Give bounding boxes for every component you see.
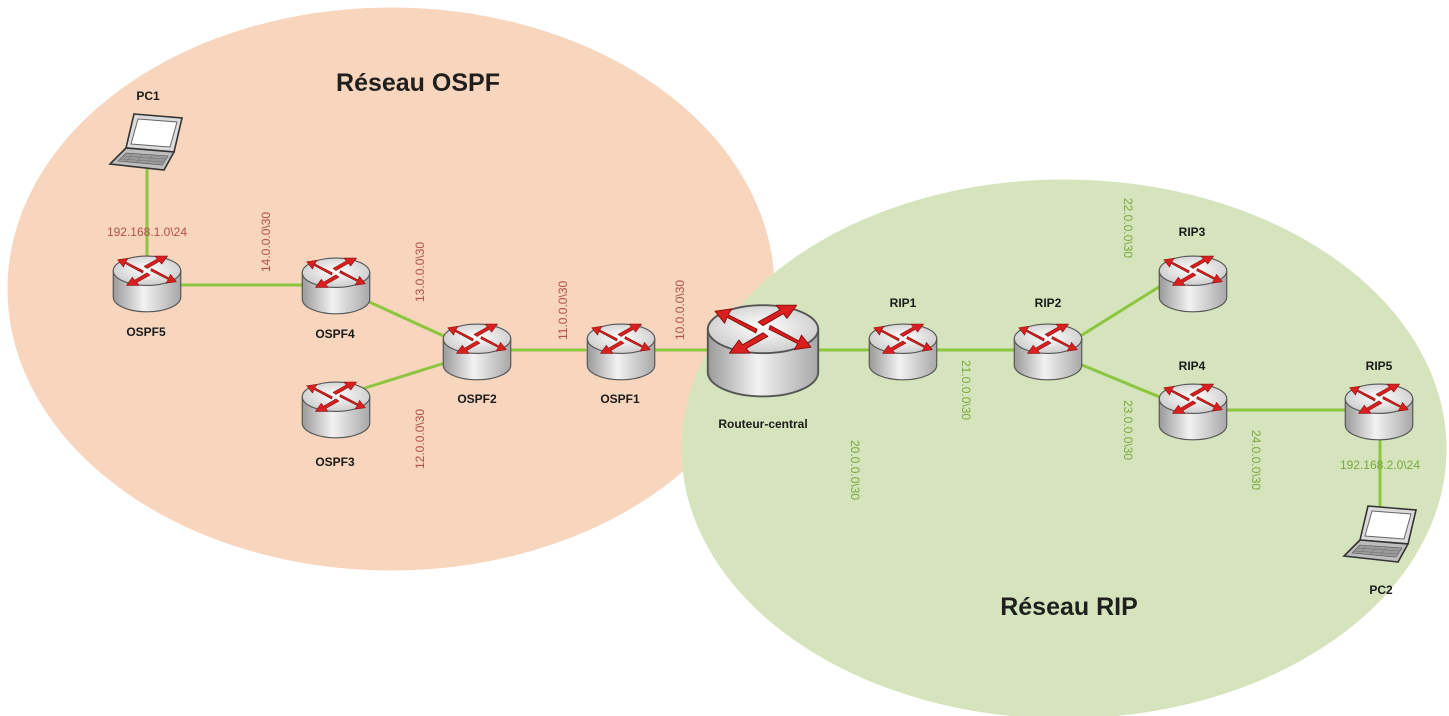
- pc2-label: PC2: [1369, 583, 1393, 597]
- net-10-address: 10.0.0.0\30: [673, 280, 687, 340]
- links: [145, 168, 1382, 512]
- lan-ospf-address: 192.168.1.0\24: [107, 225, 187, 239]
- ospf-zone-title: Réseau OSPF: [336, 69, 500, 97]
- ospf3-router-icon[interactable]: [301, 381, 371, 439]
- ospf5-label: OSPF5: [126, 325, 166, 339]
- rip-zone: [681, 179, 1447, 716]
- net-14-address: 14.0.0.0\30: [259, 212, 273, 272]
- link-rip2-rip3: [1080, 283, 1164, 337]
- rip1-label: RIP1: [890, 296, 917, 310]
- net-13-address: 13.0.0.0\30: [413, 242, 427, 302]
- ospf4-router-icon[interactable]: [301, 257, 371, 315]
- net-12-address: 12.0.0.0\30: [413, 409, 427, 469]
- rip5-label: RIP5: [1366, 359, 1393, 373]
- rip2-router-icon[interactable]: [1013, 323, 1083, 381]
- rip3-label: RIP3: [1179, 225, 1206, 239]
- ospf1-router-icon[interactable]: [586, 323, 656, 381]
- net-23-address: 23.0.0.0\30: [1121, 400, 1135, 460]
- ospf3-label: OSPF3: [315, 455, 355, 469]
- rip5-router-icon[interactable]: [1344, 383, 1414, 441]
- ospf5-router-icon[interactable]: [112, 255, 182, 313]
- rip4-router-icon[interactable]: [1158, 383, 1228, 441]
- net-20-address: 20.0.0.0\30: [848, 440, 862, 500]
- lan-rip-address: 192.168.2.0\24: [1340, 458, 1420, 472]
- net-24-address: 24.0.0.0\30: [1249, 430, 1263, 490]
- ospf2-router-icon[interactable]: [442, 323, 512, 381]
- ospf4-label: OSPF4: [315, 327, 355, 341]
- rip3-router-icon[interactable]: [1158, 255, 1228, 313]
- net-22-address: 22.0.0.0\30: [1121, 198, 1135, 258]
- rip4-label: RIP4: [1179, 359, 1206, 373]
- rip1-router-icon[interactable]: [868, 323, 938, 381]
- central-router-icon[interactable]: [706, 304, 820, 398]
- rip2-label: RIP2: [1035, 296, 1062, 310]
- link-rip2-rip4: [1080, 363, 1164, 400]
- net-11-address: 11.0.0.0\30: [556, 281, 570, 340]
- link-ospf3-ospf2: [363, 360, 450, 390]
- link-ospf4-ospf2: [363, 298, 450, 340]
- ospf1-label: OSPF1: [600, 392, 640, 406]
- ospf2-label: OSPF2: [457, 392, 497, 406]
- net-21-address: 21.0.0.0\30: [959, 360, 973, 420]
- central-label: Routeur-central: [718, 417, 807, 431]
- pc1-label: PC1: [136, 89, 160, 103]
- rip-zone-title: Réseau RIP: [1000, 593, 1138, 621]
